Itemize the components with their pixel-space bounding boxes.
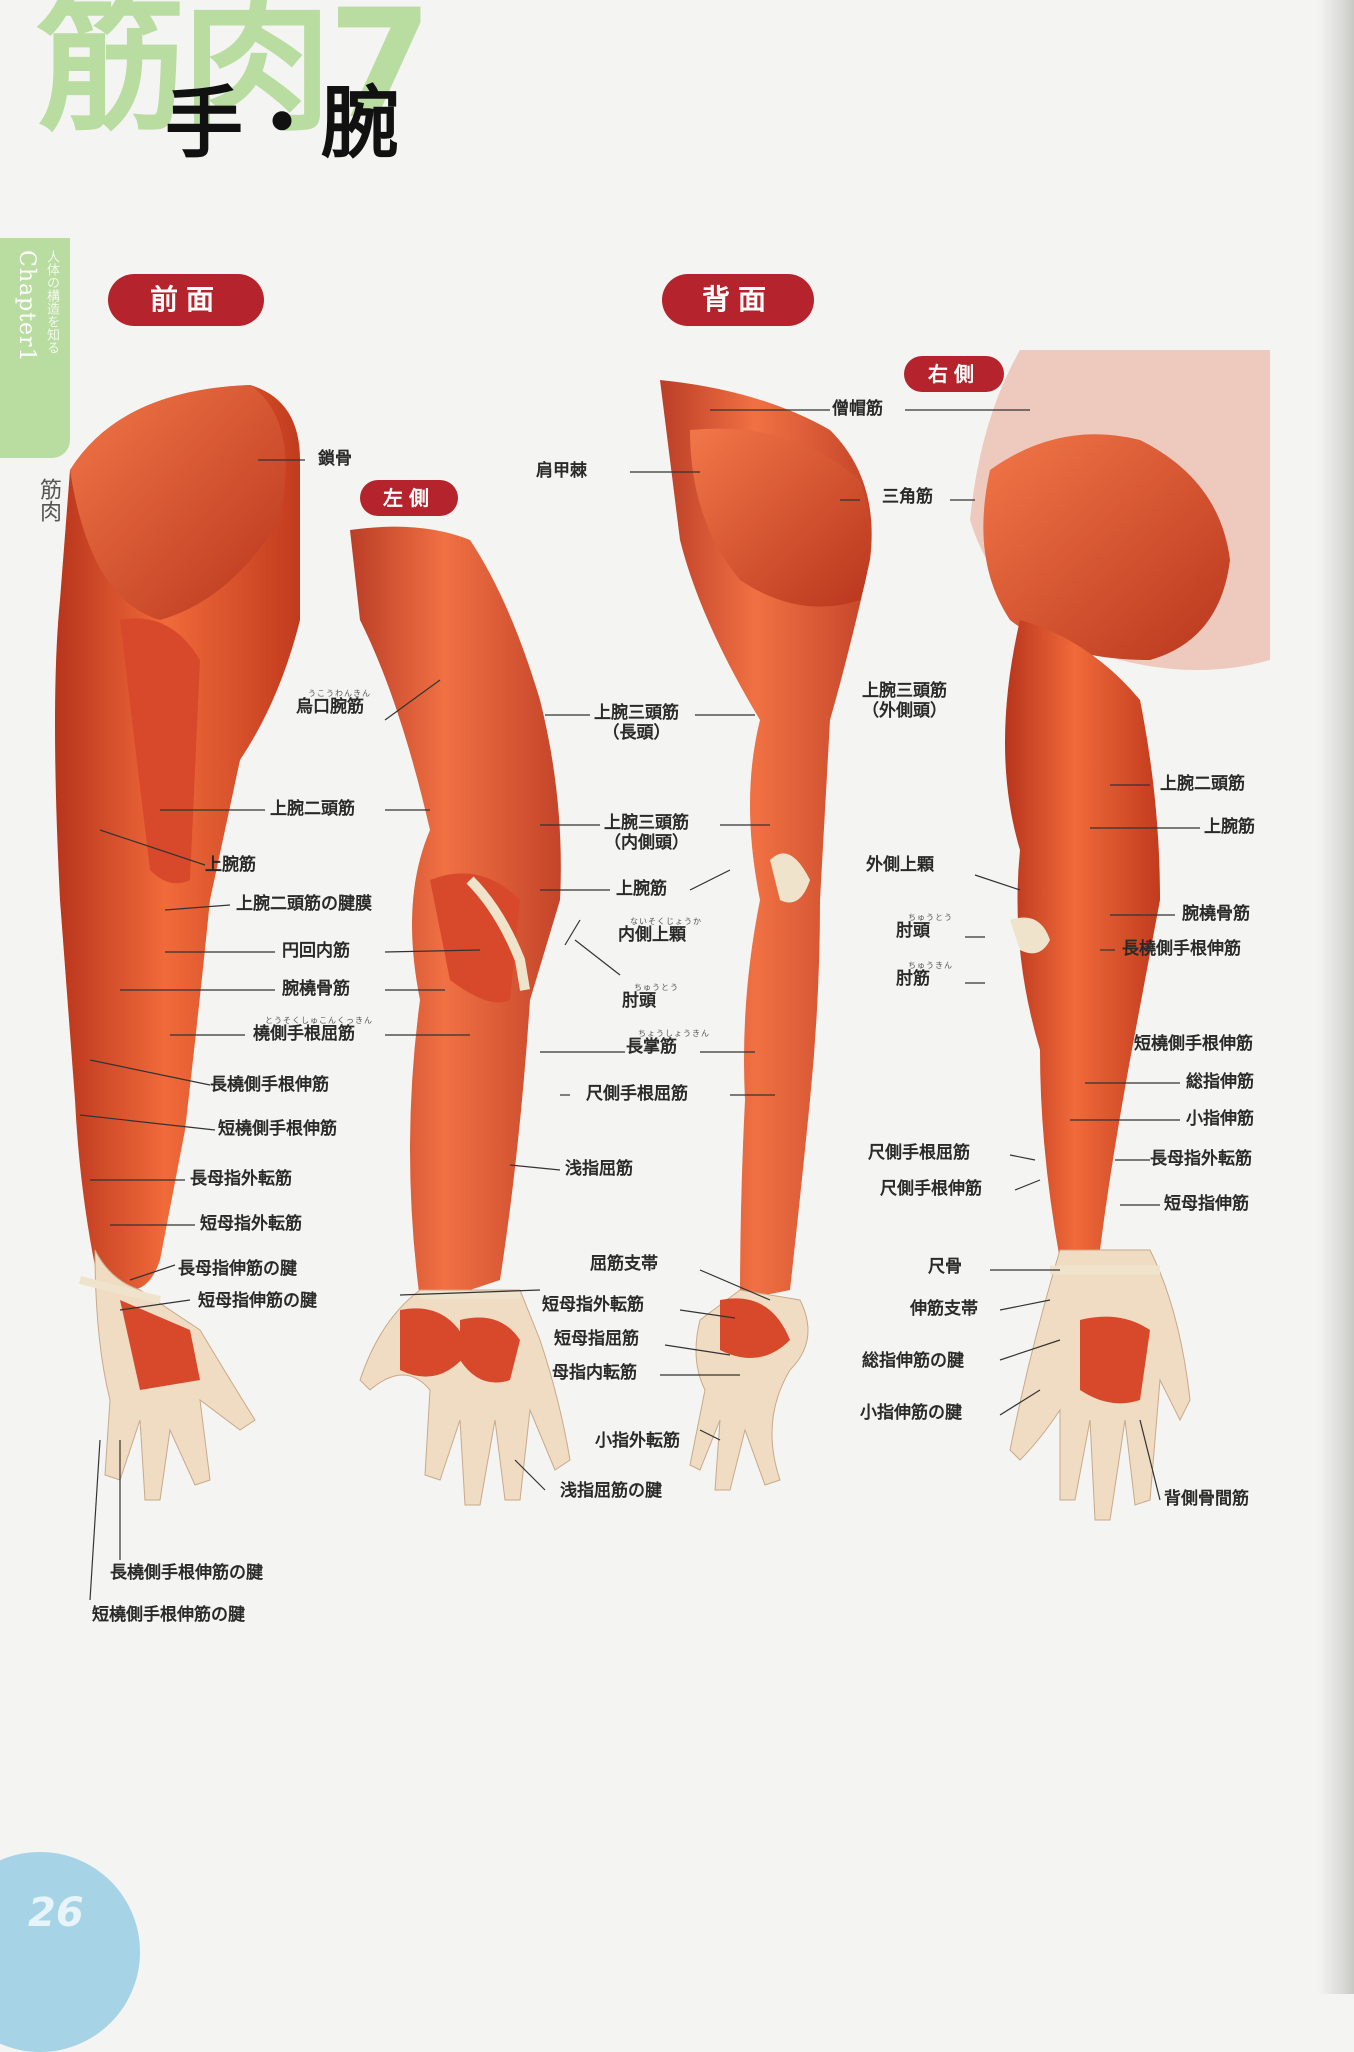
label-triceps-long: 上腕三頭筋 （長頭） xyxy=(594,703,679,743)
label-medial-epicondyle: ないそくじょうか 内側上顆 xyxy=(618,918,702,946)
label-triceps-lateral: 上腕三頭筋 （外側頭） xyxy=(862,681,947,721)
label-fcu-right: 尺側手根屈筋 xyxy=(868,1143,970,1163)
page-edge-shadow xyxy=(1318,0,1354,1994)
ruby-olecranon-right: ちゅうとう xyxy=(908,913,953,922)
arm-muscle-illustrations xyxy=(55,350,1270,1601)
chapter-tab-label: Chapter1 xyxy=(14,250,39,363)
label-brachialis-mid: 上腕筋 xyxy=(616,879,667,899)
label-coracobrachialis-text: 烏口腕筋 xyxy=(296,697,364,717)
label-scapular-spine: 肩甲棘 xyxy=(536,461,587,481)
label-triceps-long-sub: （長頭） xyxy=(602,722,671,743)
label-triceps-medial: 上腕三頭筋 （内側頭） xyxy=(604,813,689,853)
label-palmaris-longus-text: 長掌筋 xyxy=(626,1037,677,1057)
label-fcr: とうそくしゅこんくっきん 橈側手根屈筋 xyxy=(253,1017,373,1045)
label-trapezius: 僧帽筋 xyxy=(832,399,883,419)
label-triceps-medial-text: 上腕三頭筋 xyxy=(604,813,689,833)
ruby-medial-epicondyle: ないそくじょうか xyxy=(630,917,702,926)
label-ed: 総指伸筋 xyxy=(1186,1072,1254,1092)
label-apl-front: 長母指外転筋 xyxy=(190,1169,292,1189)
label-epb-tendon: 短母指伸筋の腱 xyxy=(198,1291,317,1311)
section-name: 筋肉 xyxy=(36,478,61,522)
label-olecranon-left: ちゅうとう 肘頭 xyxy=(622,984,679,1012)
label-ecrb-tendon: 短橈側手根伸筋の腱 xyxy=(92,1605,245,1625)
label-flexor-retinaculum: 屈筋支帯 xyxy=(590,1254,658,1274)
label-dorsal-interossei: 背側骨間筋 xyxy=(1164,1489,1249,1509)
label-anconeus-text: 肘筋 xyxy=(896,969,930,989)
label-fds: 浅指屈筋 xyxy=(565,1159,633,1179)
left-side-badge: 左側 xyxy=(360,480,458,516)
label-olecranon-left-text: 肘頭 xyxy=(622,991,656,1011)
ruby-coracobrachialis: うこうわんきん xyxy=(308,689,371,698)
label-olecranon-right: ちゅうとう 肘頭 xyxy=(896,914,953,942)
label-ecrl-right: 長橈側手根伸筋 xyxy=(1122,939,1241,959)
label-epl-tendon: 長母指伸筋の腱 xyxy=(178,1259,297,1279)
label-deltoid: 三角筋 xyxy=(882,487,933,507)
label-brachioradialis-right: 腕橈骨筋 xyxy=(1182,904,1250,924)
label-ecrb-front: 短橈側手根伸筋 xyxy=(218,1119,337,1139)
label-lateral-epicondyle: 外側上顆 xyxy=(866,855,934,875)
label-ulna: 尺骨 xyxy=(928,1257,962,1277)
ruby-fcr: とうそくしゅこんくっきん xyxy=(265,1016,373,1025)
label-apb-front: 短母指外転筋 xyxy=(200,1214,302,1234)
label-medial-epicondyle-text: 内側上顆 xyxy=(618,925,686,945)
right-side-arm-illustration xyxy=(970,350,1270,1521)
label-triceps-lateral-sub: （外側頭） xyxy=(862,700,947,721)
label-brachioradialis-front: 腕橈骨筋 xyxy=(282,979,350,999)
label-anconeus: ちゅうきん 肘筋 xyxy=(896,962,953,990)
label-triceps-lateral-text: 上腕三頭筋 xyxy=(862,681,947,701)
label-triceps-medial-sub: （内側頭） xyxy=(604,832,689,853)
label-apl-right: 長母指外転筋 xyxy=(1150,1149,1252,1169)
back-view-badge: 背面 xyxy=(662,274,814,326)
label-fcu-left: 尺側手根屈筋 xyxy=(586,1084,688,1104)
label-ecrl-tendon: 長橈側手根伸筋の腱 xyxy=(110,1563,263,1583)
leader-lines xyxy=(79,409,1200,1601)
ruby-anconeus: ちゅうきん xyxy=(908,961,953,970)
front-view-badge: 前面 xyxy=(108,274,264,326)
label-adductor-pollicis: 母指内転筋 xyxy=(552,1363,637,1383)
right-side-badge: 右側 xyxy=(904,356,1004,392)
label-ecu: 尺側手根伸筋 xyxy=(880,1179,982,1199)
label-fcr-text: 橈側手根屈筋 xyxy=(253,1024,355,1044)
label-pronator-teres: 円回内筋 xyxy=(282,941,350,961)
label-extensor-retinaculum: 伸筋支帯 xyxy=(910,1299,978,1319)
chapter-tab-subtitle: 人体の構造を知る xyxy=(44,250,59,354)
label-biceps-right: 上腕二頭筋 xyxy=(1160,774,1245,794)
label-apb-left: 短母指外転筋 xyxy=(542,1295,644,1315)
label-edm-tendon: 小指伸筋の腱 xyxy=(860,1403,962,1423)
label-triceps-long-text: 上腕三頭筋 xyxy=(594,703,679,723)
ruby-palmaris-longus: ちょうしょうきん xyxy=(638,1029,710,1038)
label-ed-tendon: 総指伸筋の腱 xyxy=(862,1351,964,1371)
page-number: 26 xyxy=(28,1890,84,1936)
label-fds-tendon: 浅指屈筋の腱 xyxy=(560,1481,662,1501)
label-brachialis-right: 上腕筋 xyxy=(1204,817,1255,837)
label-adm: 小指外転筋 xyxy=(595,1431,680,1451)
label-brachialis-front: 上腕筋 xyxy=(205,855,256,875)
page-title: 手・腕 xyxy=(165,78,400,169)
left-side-arm-illustration xyxy=(350,526,571,1506)
chapter-tab[interactable] xyxy=(0,238,70,458)
label-edm: 小指伸筋 xyxy=(1186,1109,1254,1129)
label-coracobrachialis: うこうわんきん 烏口腕筋 xyxy=(296,690,371,718)
label-ecrb-right: 短橈側手根伸筋 xyxy=(1134,1034,1253,1054)
front-arm-illustration xyxy=(55,385,300,1501)
label-olecranon-right-text: 肘頭 xyxy=(896,921,930,941)
label-clavicle: 鎖骨 xyxy=(318,449,352,469)
chapter-big-title: 筋肉7 xyxy=(36,0,432,152)
label-biceps-front: 上腕二頭筋 xyxy=(270,799,355,819)
label-epb-right: 短母指伸筋 xyxy=(1164,1194,1249,1214)
label-palmaris-longus: ちょうしょうきん 長掌筋 xyxy=(626,1030,710,1058)
label-fpb: 短母指屈筋 xyxy=(554,1329,639,1349)
label-bicipital-aponeurosis: 上腕二頭筋の腱膜 xyxy=(236,894,372,914)
ruby-olecranon-left: ちゅうとう xyxy=(634,983,679,992)
label-ecrl-front: 長橈側手根伸筋 xyxy=(210,1075,329,1095)
